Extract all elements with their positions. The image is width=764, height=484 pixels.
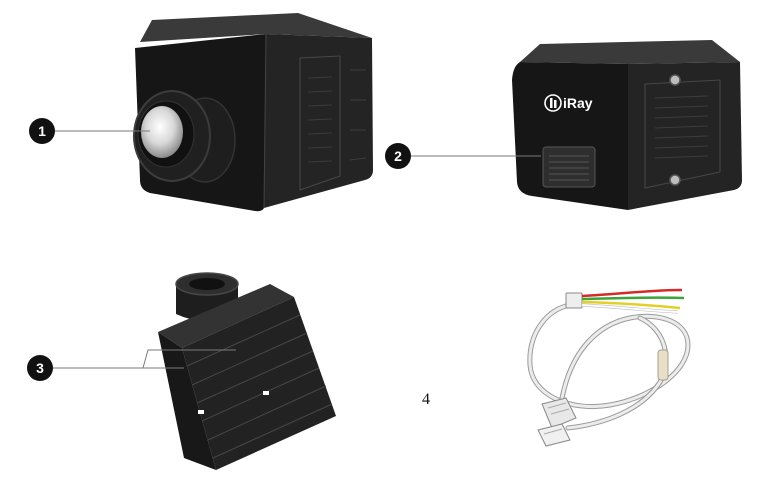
callout-1-badge [29, 118, 55, 144]
camera-rear-side-slots [654, 95, 709, 159]
wire-red [581, 288, 683, 298]
slot-line [654, 125, 709, 129]
ridge-line [196, 350, 314, 404]
ridge-line [186, 314, 301, 367]
slot-line [654, 95, 709, 99]
camera-front-view [133, 13, 373, 212]
power-plug-detail [543, 428, 563, 435]
slot-line [307, 104, 333, 107]
cable-second-strand-outline [565, 315, 669, 431]
angled-right-face [182, 297, 336, 470]
screw-bottom [669, 174, 681, 186]
camera-front-side-panel [299, 55, 341, 191]
screw-top [669, 74, 681, 86]
slot-line [654, 115, 709, 119]
callout-4-number: 4 [422, 391, 430, 408]
ridge-line [191, 332, 308, 386]
network-plug [541, 397, 577, 429]
slot-line [654, 135, 709, 139]
callout-3-badge [27, 355, 53, 381]
brand-logo-icon-mark [550, 98, 553, 108]
brand-logo-text: iRay [563, 95, 593, 111]
cable-assembly [527, 288, 691, 447]
cable-second-strand [566, 316, 668, 430]
callout-3-number: 3 [36, 360, 44, 376]
camera-rear-side-panel [644, 79, 721, 189]
brand-logo-icon [544, 94, 562, 112]
network-plug-detail [547, 402, 567, 409]
brand-logo-icon-mark [554, 100, 557, 108]
angled-left-face [158, 332, 216, 470]
slot-line [307, 90, 333, 93]
network-plug-detail [550, 408, 570, 415]
ridge-line [212, 403, 333, 459]
callout-1: 1 [29, 118, 150, 144]
camera-front-side-face [264, 34, 373, 208]
slot-line [307, 132, 333, 135]
ridge-line [207, 385, 327, 441]
callout-3-leader-bracket [53, 349, 236, 369]
callout-1-number: 1 [38, 123, 46, 139]
wire-yellow [581, 300, 681, 310]
angled-lens-opening [189, 278, 225, 290]
slot-line [349, 157, 367, 161]
camera-front-side-slots [307, 69, 367, 163]
power-plug [537, 423, 571, 447]
callout-2: 2 [385, 143, 541, 169]
slot-line [307, 146, 333, 149]
slot-line [307, 118, 333, 121]
angled-ridges [186, 314, 333, 459]
slot-line [307, 76, 333, 79]
wire-green [581, 296, 685, 301]
camera-front-top-face [140, 13, 372, 42]
angled-top-face [158, 284, 294, 348]
cable-ferrite-sleeve [657, 349, 669, 381]
connector-port [542, 146, 596, 188]
mounting-hole [263, 391, 269, 395]
connector-port-housing [542, 146, 596, 188]
ridge-line [201, 367, 320, 422]
camera-front-edge [263, 33, 267, 209]
callout-3: 3 [27, 349, 236, 381]
wire-connector-housing [565, 292, 583, 309]
brand-logo: iRay [544, 94, 593, 112]
camera-rear-view: iRay [512, 40, 742, 210]
wire-white [581, 304, 679, 313]
callout-2-number: 2 [394, 148, 402, 164]
slot-line [654, 155, 709, 159]
camera-rear-back-face [512, 62, 628, 210]
callout-2-badge [385, 143, 411, 169]
slot-line [307, 160, 333, 163]
cable-loop [528, 304, 690, 409]
camera-rear-top-face [520, 40, 740, 64]
slot-line [654, 105, 709, 109]
slot-line [654, 145, 709, 149]
camera-angled-view [158, 272, 336, 470]
lens-glass [141, 106, 183, 158]
mounting-hole [198, 410, 204, 414]
